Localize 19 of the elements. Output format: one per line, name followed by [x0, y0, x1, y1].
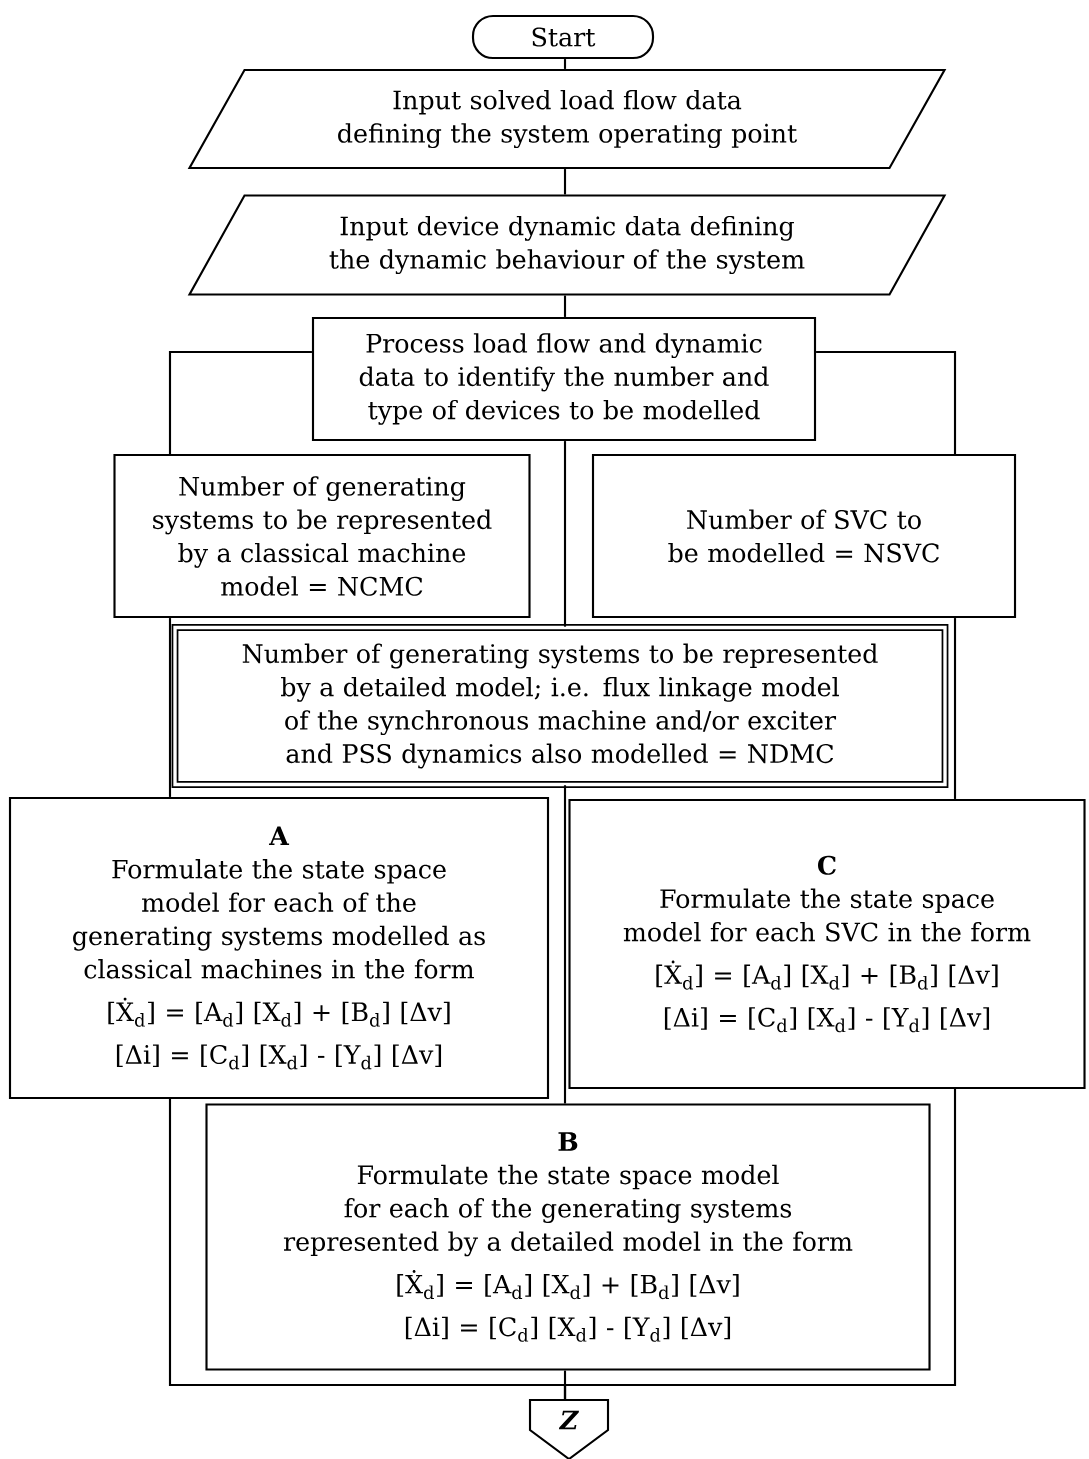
connector-line	[563, 295, 567, 317]
connector-line	[563, 59, 567, 69]
process-box: Number of generating systems to be represented by a detailed model; i.e. flux linkage model of the synchronous machine and/or exciter and PSS dynamics also modelled = NDMC	[171, 624, 949, 788]
process-box: A Formulate the state space model for each of the generating systems modelled as classical machines in the form [Ẋ$_{d}$] = [A$_{d}$] [X$_{d}$] + [B$_{d}$] [Δv] [Δi] = [C$_{d}$] [X$_{d}$] - [Y$_{d}$] [Δv]	[8, 796, 550, 1100]
connector-line	[563, 1370, 567, 1399]
process-box: C Formulate the state space model for each SVC in the form [Ẋ$_{d}$] = [A$_{d}$] [X$_{d}$] + [B$_{d}$] [Δv] [Δi] = [C$_{d}$] [X$_{d}$] - [Y$_{d}$] [Δv]	[568, 798, 1086, 1090]
process-box: Number of SVC to be modelled = NSVC	[591, 453, 1017, 619]
connector-line	[816, 350, 957, 454]
connector-line	[563, 169, 567, 195]
connector-line	[563, 441, 567, 627]
process-box: Number of generating systems to be represented by a classical machine model = NCMC	[113, 453, 531, 619]
connector-line	[953, 618, 957, 799]
terminal-box: Start	[471, 14, 655, 60]
off-page-connector: Z	[528, 1398, 610, 1459]
process-box: B Formulate the state space model for each of the generating systems represented by a detailed model in the form [Ẋ$_{d}$] = [A$_{d}$] [X$_{d}$] + [B$_{d}$] [Δv] [Δi] = [C$_{d}$] [X$_{d}$] - [Y$_{d}$] [Δv]	[205, 1103, 931, 1371]
connector-line	[168, 350, 312, 454]
process-box: Process load flow and dynamic data to identify the number and type of devices to be modelled	[311, 316, 817, 442]
connector-line	[563, 785, 567, 1104]
connector-line	[168, 618, 172, 797]
